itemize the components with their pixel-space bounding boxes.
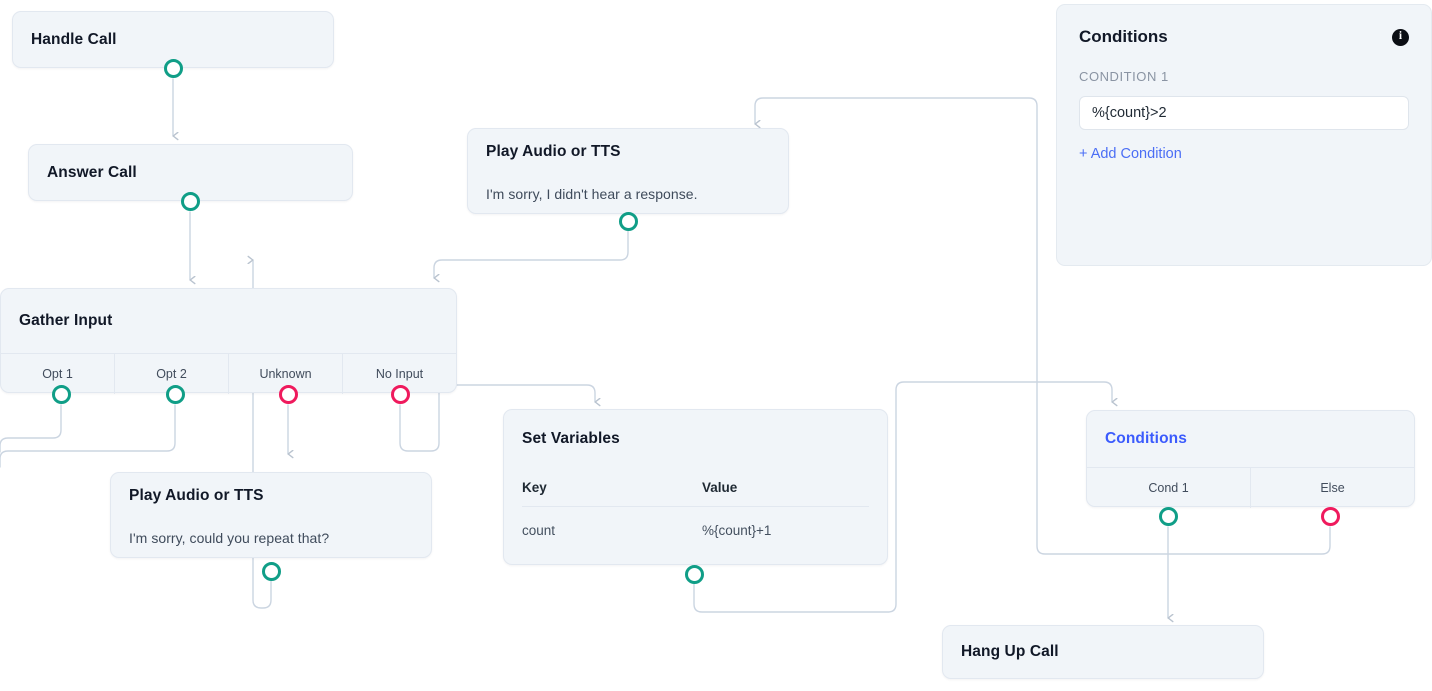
add-condition-button[interactable]: + Add Condition <box>1079 146 1182 162</box>
node-title: Play Audio or TTS <box>486 143 621 160</box>
port-set-variables-out[interactable] <box>685 565 704 584</box>
set-variables-table-header: Key Value <box>504 468 887 506</box>
port-label: No Input <box>375 367 424 381</box>
node-gather-input[interactable]: Gather Input Opt 1 Opt 2 Unknown No Inpu… <box>0 288 457 394</box>
panel-title: Conditions <box>1079 27 1168 46</box>
port-label: Unknown <box>259 367 312 381</box>
port-gather-opt-2[interactable] <box>166 385 185 404</box>
node-ports-row: Cond 1 Else <box>1087 467 1414 508</box>
port-conditions-cond-1[interactable] <box>1159 507 1178 526</box>
node-title: Handle Call <box>31 30 117 48</box>
node-subtitle: I'm sorry, could you repeat that? <box>129 530 330 546</box>
node-hang-up-call[interactable]: Hang Up Call <box>942 625 1264 679</box>
node-set-variables[interactable]: Set Variables Key Value count %{count}+1 <box>503 409 888 565</box>
node-conditions[interactable]: Conditions Cond 1 Else <box>1086 410 1415 508</box>
port-gather-opt-1[interactable] <box>52 385 71 404</box>
node-answer-call[interactable]: Answer Call <box>28 144 353 201</box>
table-row: count %{count}+1 <box>504 507 887 553</box>
node-title: Hang Up Call <box>961 643 1059 660</box>
conditions-panel[interactable]: Conditions i CONDITION 1 %{count}>2 + Ad… <box>1056 4 1432 266</box>
port-label: Else <box>1320 481 1345 495</box>
info-icon[interactable]: i <box>1392 28 1409 46</box>
port-label: Opt 1 <box>42 367 73 381</box>
node-title: Play Audio or TTS <box>129 487 264 504</box>
column-header-value: Value <box>702 479 738 495</box>
port-play-audio-no-response-out[interactable] <box>619 212 638 231</box>
port-cell-no-input[interactable]: No Input <box>342 354 456 394</box>
node-title: Gather Input <box>19 312 113 329</box>
edge-noresponse-to-gather <box>433 230 629 278</box>
port-gather-no-input[interactable] <box>391 385 410 404</box>
port-answer-call-out[interactable] <box>181 192 200 211</box>
port-cell-unknown[interactable]: Unknown <box>228 354 342 394</box>
port-handle-call-out[interactable] <box>164 59 183 78</box>
edge-opt2-out <box>0 404 176 468</box>
condition-1-input[interactable]: %{count}>2 <box>1079 96 1409 130</box>
port-gather-unknown[interactable] <box>279 385 298 404</box>
node-title: Answer Call <box>47 163 137 181</box>
port-cell-cond-1[interactable]: Cond 1 <box>1087 468 1250 508</box>
node-play-audio-repeat[interactable]: Play Audio or TTS I'm sorry, could you r… <box>110 472 432 558</box>
cell-key: count <box>522 522 556 538</box>
cell-value: %{count}+1 <box>702 522 772 538</box>
column-header-key: Key <box>522 479 547 495</box>
port-conditions-else[interactable] <box>1321 507 1340 526</box>
condition-1-label: CONDITION 1 <box>1079 69 1169 84</box>
node-handle-call[interactable]: Handle Call <box>12 11 334 68</box>
node-ports-row: Opt 1 Opt 2 Unknown No Input <box>1 353 456 394</box>
node-title: Conditions <box>1105 430 1187 447</box>
port-label: Cond 1 <box>1148 481 1189 495</box>
port-label: Opt 2 <box>156 367 187 381</box>
edge-opt1-out <box>0 404 62 453</box>
conditions-panel-header: Conditions i <box>1057 5 1431 47</box>
node-title: Set Variables <box>522 430 620 447</box>
port-cell-else[interactable]: Else <box>1250 468 1414 508</box>
node-subtitle: I'm sorry, I didn't hear a response. <box>486 186 698 202</box>
node-play-audio-no-response[interactable]: Play Audio or TTS I'm sorry, I didn't he… <box>467 128 789 214</box>
port-cell-opt-2[interactable]: Opt 2 <box>114 354 228 394</box>
port-cell-opt-1[interactable]: Opt 1 <box>1 354 114 394</box>
port-play-audio-repeat-out[interactable] <box>262 562 281 581</box>
table-divider <box>522 506 869 507</box>
